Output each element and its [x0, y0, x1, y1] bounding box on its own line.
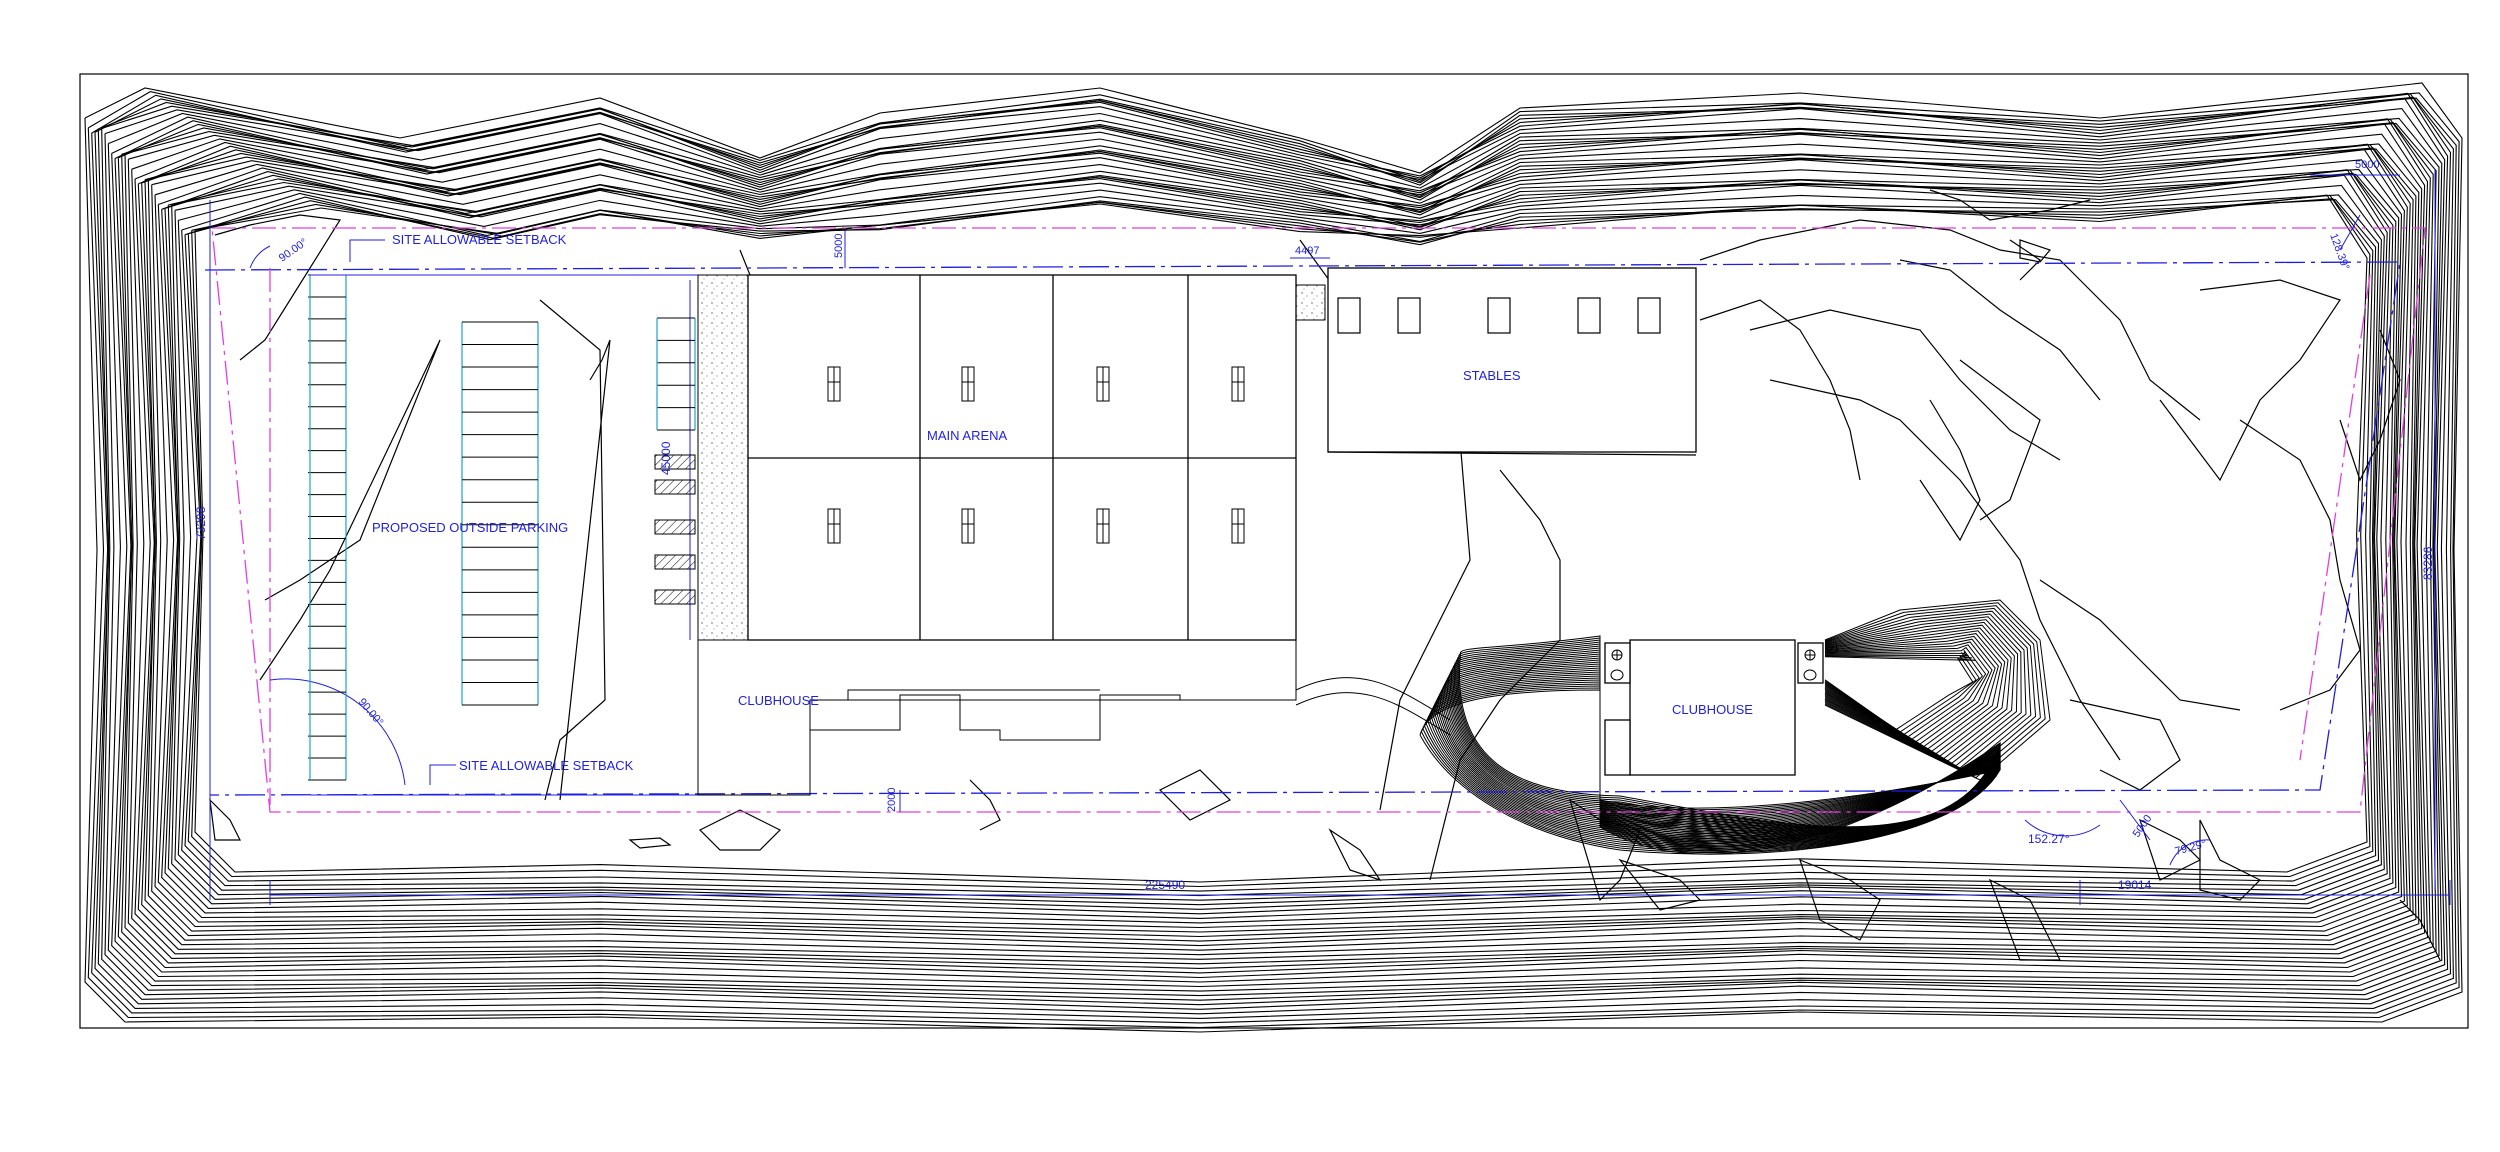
dim-arena-setback: 5000	[833, 234, 845, 258]
setback-lines	[204, 227, 2426, 813]
clubhouse-door-icons	[1610, 649, 1817, 681]
dim-total-length: 225490	[1145, 878, 1185, 892]
contour-lines	[84, 82, 2463, 1033]
clubhouse-label-right: CLUBHOUSE	[1672, 702, 1753, 717]
angle-bottom-mid: 152.27°	[2028, 832, 2070, 846]
main-arena-label: MAIN ARENA	[927, 428, 1008, 443]
clubhouse-label-left: CLUBHOUSE	[738, 693, 819, 708]
angle-bottom-left: 90.00°	[356, 696, 386, 728]
gravel-walkway	[697, 274, 749, 641]
stables-building	[1327, 267, 1697, 456]
angle-bottom-right: 79.29°	[2174, 838, 2208, 858]
clubhouse-corridor	[697, 640, 1451, 796]
drawing-frame	[79, 73, 2469, 1029]
setback-label-bottom: SITE ALLOWABLE SETBACK	[459, 758, 634, 773]
main-arena	[747, 274, 1297, 641]
dim-stable-gap: 4497	[1295, 245, 1319, 257]
dim-right-offset: 19014	[2118, 878, 2152, 892]
dim-corner-top: 5000	[2355, 159, 2379, 171]
stables-stalls	[1337, 297, 1661, 334]
dim-bottom-gap: 2000	[886, 788, 898, 812]
arena-window-markers	[827, 366, 1245, 544]
dim-arena-depth: 45000	[659, 441, 673, 475]
clubhouse-grading-contours-east	[1824, 599, 2051, 781]
angle-top-right: 128.39°	[2327, 232, 2351, 272]
dim-right-height: 83286	[2421, 546, 2435, 580]
label-leaders	[349, 239, 456, 785]
parking-label: PROPOSED OUTSIDE PARKING	[372, 520, 568, 535]
dim-left-height: 73298	[194, 506, 208, 540]
angle-top-left: 90.00°	[277, 236, 310, 264]
dim-corner-bottom: 5000	[2131, 813, 2155, 840]
clubhouse-building	[1604, 639, 1824, 776]
setback-label-top: SITE ALLOWABLE SETBACK	[392, 232, 567, 247]
parking-stalls	[308, 274, 699, 796]
stables-label: STABLES	[1463, 368, 1521, 383]
arena-entry-ramps	[654, 454, 696, 605]
gravel-connector	[1294, 284, 1326, 321]
